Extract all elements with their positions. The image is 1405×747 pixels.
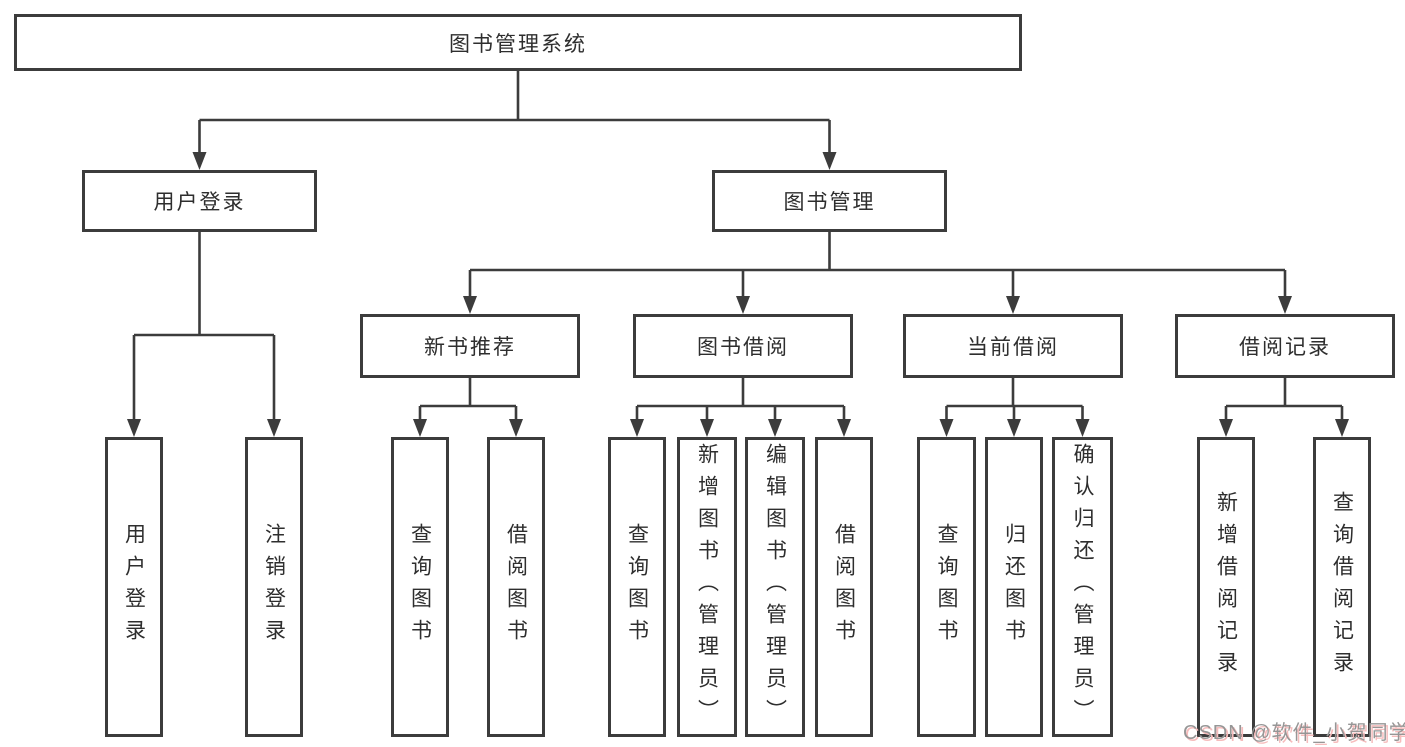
leaf-confirm-return-admin: 确认归还（管理员） xyxy=(1052,437,1113,737)
node-label: 用户登录 xyxy=(153,191,246,214)
node-label: 查询图书 xyxy=(625,523,649,651)
leaf-add-book-admin: 新增图书（管理员） xyxy=(677,437,737,737)
node-label: 借阅记录 xyxy=(1239,336,1331,359)
leaf-return-books: 归还图书 xyxy=(985,437,1043,737)
leaf-query-books-recommend: 查询图书 xyxy=(391,437,449,737)
leaf-borrow-books-borrowing: 借阅图书 xyxy=(815,437,873,737)
leaf-query-books-current: 查询图书 xyxy=(917,437,976,737)
node-label: 确认归还（管理员） xyxy=(1071,443,1094,731)
node-book-borrowing: 图书借阅 xyxy=(633,314,853,378)
node-label: 新增借阅记录 xyxy=(1214,491,1238,683)
node-library-system: 图书管理系统 xyxy=(14,14,1022,71)
node-user-login: 用户登录 xyxy=(82,170,317,232)
leaf-logout: 注销登录 xyxy=(245,437,303,737)
node-label: 当前借阅 xyxy=(967,336,1059,359)
node-label: 新书推荐 xyxy=(424,336,516,359)
node-label: 编辑图书（管理员） xyxy=(763,443,787,731)
node-label: 查询图书 xyxy=(935,523,958,651)
leaf-query-borrow-record: 查询借阅记录 xyxy=(1313,437,1371,737)
node-current-borrowing: 当前借阅 xyxy=(903,314,1123,378)
node-label: 借阅图书 xyxy=(832,523,856,651)
csdn-watermark: CSDN @软件_小贺同学 xyxy=(1183,722,1405,744)
node-label: 查询图书 xyxy=(408,523,432,651)
node-label: 用户登录 xyxy=(122,523,146,651)
leaf-query-books-borrowing: 查询图书 xyxy=(608,437,666,737)
leaf-borrow-books-recommend: 借阅图书 xyxy=(487,437,545,737)
node-label: 借阅图书 xyxy=(504,523,528,651)
node-label: 图书管理 xyxy=(783,191,876,214)
leaf-add-borrow-record: 新增借阅记录 xyxy=(1197,437,1255,737)
leaf-user-login: 用户登录 xyxy=(105,437,163,737)
node-label: 查询借阅记录 xyxy=(1330,491,1354,683)
tree-edges xyxy=(132,71,1344,421)
node-label: 注销登录 xyxy=(262,523,286,651)
node-label: 归还图书 xyxy=(1002,523,1026,651)
leaf-edit-book-admin: 编辑图书（管理员） xyxy=(745,437,805,737)
node-label: 图书借阅 xyxy=(697,336,789,359)
node-label: 图书管理系统 xyxy=(449,32,587,56)
node-new-book-recommend: 新书推荐 xyxy=(360,314,580,378)
node-borrowing-records: 借阅记录 xyxy=(1175,314,1395,378)
node-book-management: 图书管理 xyxy=(712,170,947,232)
arrowheads xyxy=(127,152,1349,437)
node-label: 新增图书（管理员） xyxy=(695,443,719,731)
